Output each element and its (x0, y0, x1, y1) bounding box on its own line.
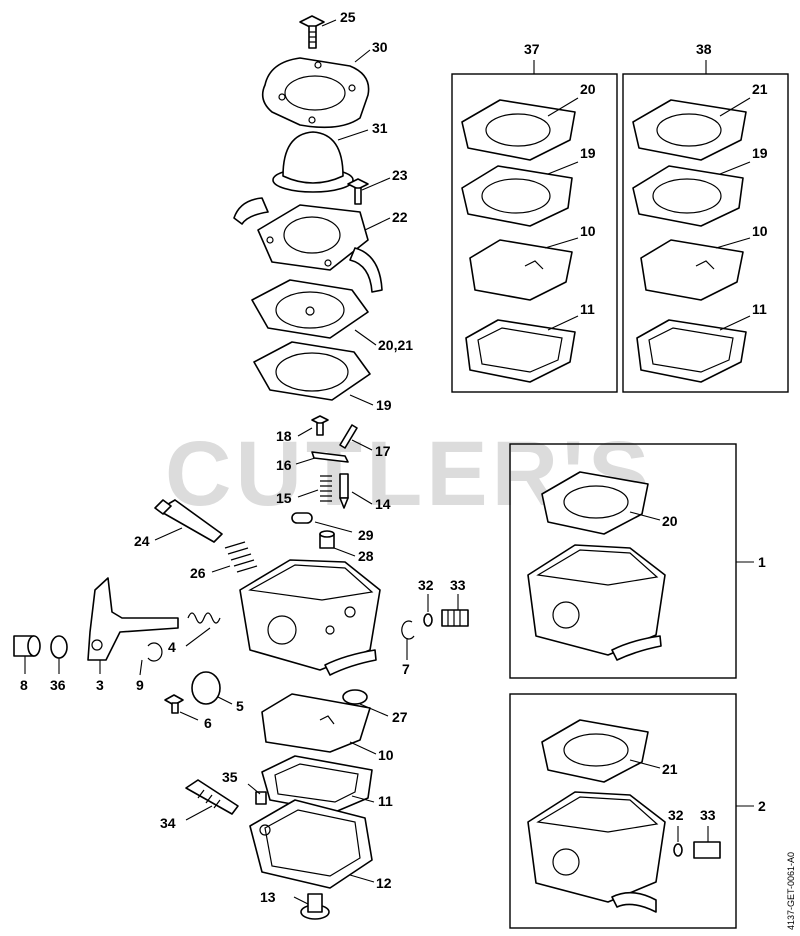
part-26-spring (224, 541, 258, 573)
label-14: 14 (375, 496, 391, 512)
label-kit-38-11: 11 (752, 301, 767, 317)
label-5: 5 (236, 698, 244, 714)
part-3-throttle-lever (87, 577, 179, 661)
assembly-1-box (509, 443, 737, 679)
part-6-screw (164, 694, 184, 714)
label-30: 30 (372, 39, 388, 55)
label-18: 18 (276, 428, 292, 444)
part-13-screw (300, 893, 330, 920)
label-36: 36 (50, 677, 66, 693)
part-7-e-clip (401, 620, 415, 640)
part-34-screw (185, 779, 239, 815)
part-25-screw (299, 15, 325, 49)
part-5-disc (191, 671, 221, 705)
label-27: 27 (392, 709, 408, 725)
label-35: 35 (222, 769, 238, 785)
label-assembly-2-33: 33 (700, 807, 716, 823)
label-8: 8 (20, 677, 28, 693)
part-11-gasket (261, 755, 373, 813)
label-15: 15 (276, 490, 292, 506)
label-19: 19 (376, 397, 392, 413)
part-4-torsion-spring (187, 612, 221, 624)
assembly-1-carburetor (527, 471, 666, 661)
label-assembly-1: 1 (758, 554, 766, 570)
part-35-plug (255, 791, 267, 805)
label-kit-38: 38 (696, 41, 712, 57)
label-kit-37-20: 20 (580, 81, 596, 97)
label-assembly-2-21: 21 (662, 761, 678, 777)
label-31: 31 (372, 120, 388, 136)
label-24: 24 (134, 533, 150, 549)
label-33: 33 (450, 577, 466, 593)
part-15-spring (320, 475, 332, 502)
label-26: 26 (190, 565, 206, 581)
label-10: 10 (378, 747, 394, 763)
label-22: 22 (392, 209, 408, 225)
part-17-pin (339, 424, 358, 449)
label-11: 11 (378, 793, 393, 809)
label-kit-38-10: 10 (752, 223, 768, 239)
assembly-2-carburetor (527, 719, 721, 913)
label-17: 17 (375, 443, 391, 459)
label-kit-38-19: 19 (752, 145, 768, 161)
part-29-plug (291, 512, 313, 524)
part-12-end-cover (249, 799, 373, 889)
label-4: 4 (168, 639, 176, 655)
part-27-strainer (342, 689, 368, 705)
label-34: 34 (160, 815, 176, 831)
drawing-code: 4137-GET-0061-A0 (786, 852, 796, 930)
label-assembly-2-32: 32 (668, 807, 684, 823)
part-30-cover (261, 57, 370, 129)
part-carburetor-body-left (239, 559, 381, 676)
part-labels: 25 30 31 23 22 20,21 19 18 17 16 15 14 2… (20, 9, 768, 905)
part-36-washer (50, 635, 68, 659)
label-28: 28 (358, 548, 374, 564)
part-10-metering-diaphragm (261, 693, 371, 753)
label-assembly-2: 2 (758, 798, 766, 814)
label-assembly-1-20: 20 (662, 513, 678, 529)
label-23: 23 (392, 167, 408, 183)
label-25: 25 (340, 9, 356, 25)
kit-38-parts (632, 99, 747, 383)
part-31-pump-cup (272, 131, 354, 193)
kit-37-parts (461, 99, 576, 383)
label-kit-37: 37 (524, 41, 540, 57)
assembly-2-box (509, 693, 737, 929)
label-32: 32 (418, 577, 434, 593)
label-29: 29 (358, 527, 374, 543)
part-9-e-clip (147, 642, 163, 662)
part-33-screw (441, 609, 469, 627)
part-16-inlet-lever (311, 451, 349, 463)
label-12: 12 (376, 875, 392, 891)
label-kit-37-11: 11 (580, 301, 595, 317)
part-8-sleeve (13, 635, 41, 657)
label-kit-37-19: 19 (580, 145, 596, 161)
label-kit-38-21: 21 (752, 81, 768, 97)
part-28-plug (319, 530, 335, 549)
part-22-pump-housing (233, 197, 383, 293)
label-16: 16 (276, 457, 292, 473)
label-7: 7 (402, 661, 410, 677)
leader-lines (24, 19, 751, 905)
label-3: 3 (96, 677, 104, 693)
part-32-washer (423, 613, 433, 627)
part-19-gasket (253, 341, 371, 401)
part-18-screw (311, 415, 329, 436)
part-14-inlet-needle (339, 473, 349, 509)
part-20-21-diaphragm (251, 279, 369, 339)
label-9: 9 (136, 677, 144, 693)
label-13: 13 (260, 889, 276, 905)
part-24-adjusting-screw (154, 499, 223, 543)
label-6: 6 (204, 715, 212, 731)
part-23-screw (347, 178, 369, 205)
label-20-21: 20,21 (378, 337, 413, 353)
label-kit-37-10: 10 (580, 223, 596, 239)
